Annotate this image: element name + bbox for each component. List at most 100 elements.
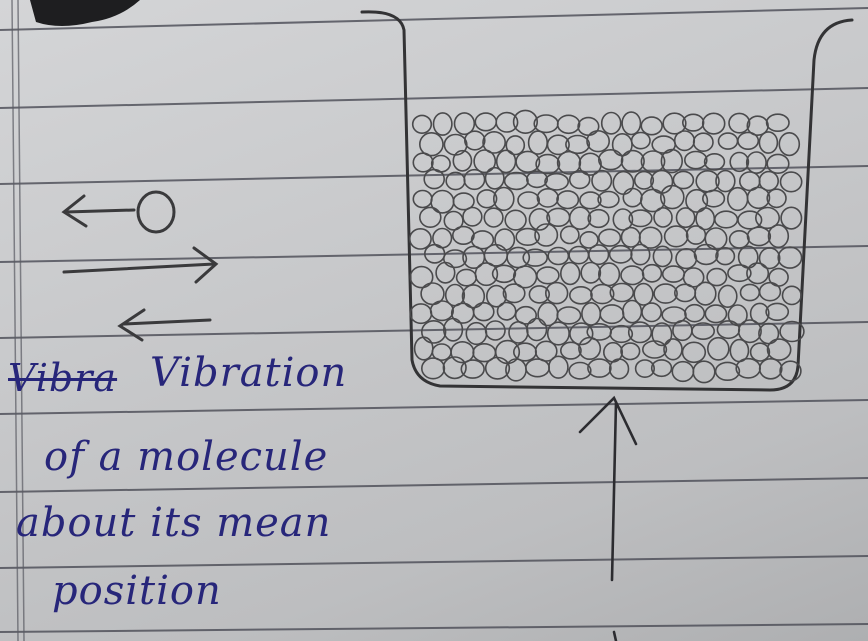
- molecule: [687, 226, 706, 244]
- molecule: [719, 285, 737, 307]
- molecule: [561, 342, 581, 359]
- molecule: [738, 132, 758, 149]
- molecule: [505, 173, 528, 190]
- ruled-line: [0, 624, 868, 632]
- molecule: [474, 150, 495, 172]
- molecule: [622, 112, 640, 134]
- molecule: [708, 338, 729, 360]
- molecule: [693, 361, 715, 382]
- molecule: [778, 247, 801, 268]
- molecule: [675, 131, 695, 150]
- molecule: [632, 133, 650, 149]
- molecule: [474, 303, 494, 321]
- molecule: [759, 324, 779, 344]
- molecule: [613, 134, 632, 156]
- molecule: [767, 114, 789, 131]
- molecule-circle: [138, 192, 174, 232]
- molecule: [486, 168, 504, 189]
- molecule: [496, 341, 520, 364]
- molecule: [495, 229, 514, 250]
- molecule: [422, 321, 446, 343]
- molecule: [410, 304, 431, 323]
- molecule: [643, 265, 662, 282]
- molecule: [665, 226, 688, 247]
- molecule: [457, 269, 477, 285]
- molecule: [547, 208, 570, 226]
- molecule: [422, 358, 445, 379]
- molecule: [464, 170, 484, 190]
- molecule: [677, 208, 695, 227]
- molecule: [461, 360, 484, 378]
- molecule: [599, 263, 620, 285]
- corner-shadow: [30, 0, 140, 26]
- ruled-line: [0, 8, 868, 30]
- molecule: [431, 191, 454, 213]
- molecule: [600, 305, 623, 323]
- molecule: [694, 133, 713, 151]
- molecule: [570, 207, 591, 229]
- molecule: [705, 305, 726, 322]
- molecule: [631, 245, 650, 265]
- molecule: [748, 187, 770, 208]
- struck-word: Vibra: [8, 356, 117, 400]
- ruled-line: [0, 400, 868, 414]
- molecule: [703, 190, 725, 206]
- molecule: [486, 321, 505, 340]
- molecule: [475, 263, 497, 285]
- molecule: [748, 227, 771, 245]
- molecule: [736, 359, 760, 378]
- molecule: [410, 229, 431, 249]
- molecule: [621, 343, 640, 359]
- molecule: [466, 323, 486, 345]
- molecule: [529, 131, 548, 154]
- molecule: [683, 342, 706, 362]
- molecule: [673, 321, 692, 341]
- arrow-up-icon: [580, 398, 636, 580]
- molecule: [505, 210, 526, 230]
- ruled-line: [0, 88, 868, 108]
- molecule: [781, 207, 801, 229]
- molecule: [767, 154, 789, 173]
- molecule: [613, 172, 633, 195]
- molecule: [622, 228, 641, 247]
- molecule: [741, 284, 760, 300]
- molecule: [413, 153, 433, 172]
- molecule: [548, 248, 568, 265]
- molecule: [465, 131, 485, 150]
- molecule: [695, 282, 716, 305]
- molecule: [602, 113, 621, 134]
- molecule: [410, 267, 432, 288]
- molecule: [685, 152, 707, 169]
- arrow-left-icon: [64, 196, 134, 226]
- molecule: [475, 113, 496, 131]
- arrow-stub: [614, 632, 616, 641]
- molecule: [654, 284, 677, 303]
- molecule: [768, 339, 791, 360]
- molecule: [728, 188, 748, 211]
- molecule: [420, 207, 441, 227]
- caption-line-4: position: [52, 568, 222, 614]
- molecule: [719, 133, 738, 149]
- molecule: [642, 303, 661, 321]
- molecule: [527, 319, 547, 341]
- molecule: [420, 133, 443, 156]
- molecule: [685, 305, 704, 322]
- molecule: [582, 303, 600, 325]
- molecule: [578, 118, 599, 136]
- molecule: [769, 225, 789, 247]
- molecule: [558, 115, 580, 133]
- molecule: [751, 343, 770, 361]
- molecule: [557, 307, 580, 324]
- molecule: [545, 174, 568, 190]
- molecule: [569, 247, 588, 264]
- molecule: [589, 245, 609, 264]
- molecule: [413, 115, 432, 133]
- molecule: [783, 286, 802, 304]
- molecule: [672, 362, 693, 382]
- molecule: [507, 247, 529, 267]
- molecule: [493, 265, 516, 282]
- molecule: [663, 266, 685, 282]
- molecule: [729, 113, 750, 132]
- molecule: [436, 263, 455, 283]
